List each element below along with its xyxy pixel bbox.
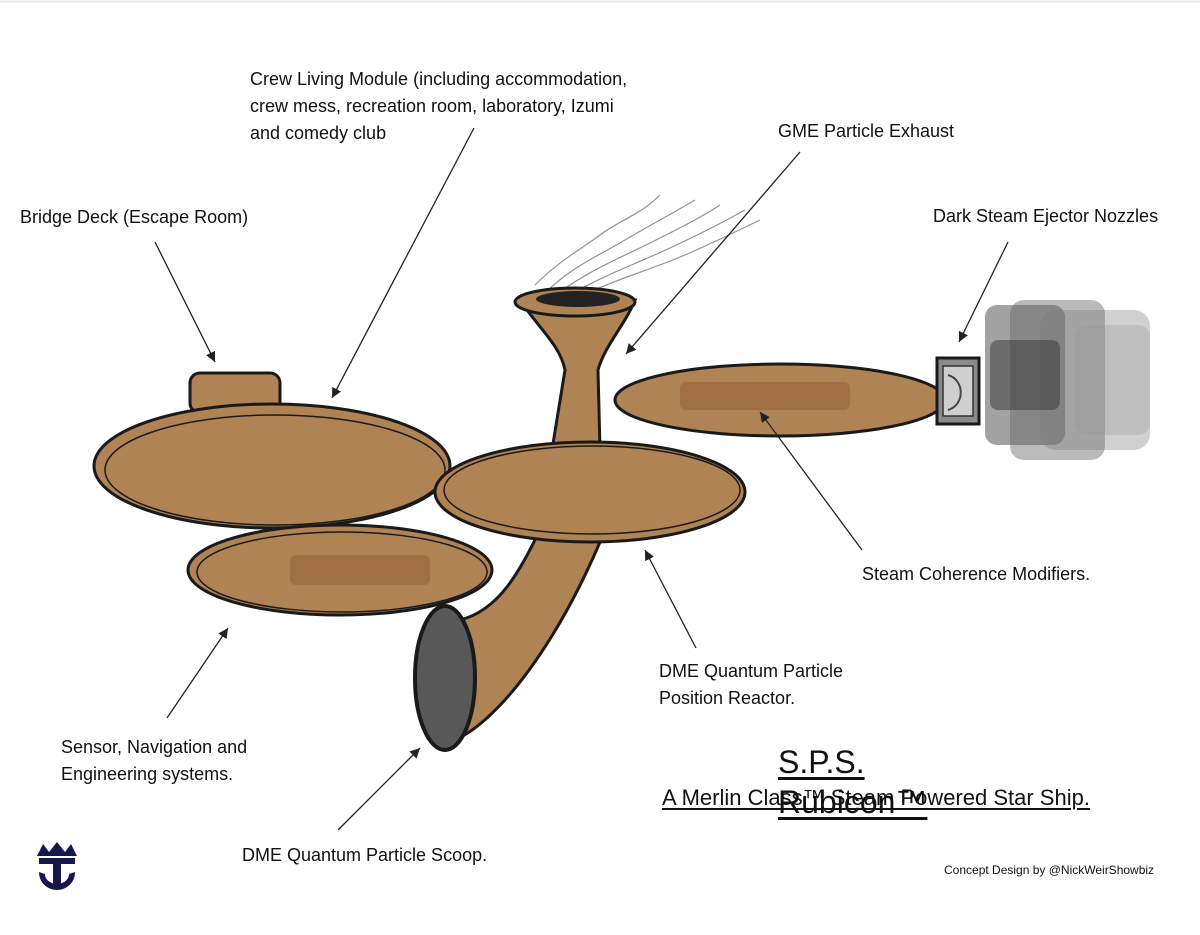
steam-wisps — [534, 194, 761, 293]
ejector-nozzle — [935, 356, 981, 426]
label-scoop: DME Quantum Particle Scoop. — [242, 845, 488, 865]
crew-module-disc — [92, 371, 452, 530]
design-credit: Concept Design by @NickWeirShowbiz — [944, 863, 1155, 877]
leader-arrows — [154, 127, 1009, 831]
label-coherence: Steam Coherence Modifiers. — [862, 564, 1091, 584]
coherence-nacelle — [613, 362, 947, 438]
label-sensor: Sensor, Navigation and Engineering syste… — [61, 737, 248, 784]
ship-title: S.P.S. Rubicon™ — [778, 744, 928, 820]
label-dark-steam: Dark Steam Ejector Nozzles — [933, 206, 1159, 226]
reactor-disc — [433, 440, 747, 544]
ship-subtitle: A Merlin Class™ Steam Powered Star Ship. — [662, 785, 1090, 810]
label-reactor: DME Quantum Particle Position Reactor. — [659, 661, 844, 708]
label-bridge-deck: Bridge Deck (Escape Room) — [20, 207, 249, 227]
sensor-disc — [186, 523, 494, 617]
crown-anchor-logo-icon — [37, 842, 77, 890]
dark-steam-plume — [985, 300, 1150, 460]
label-gme-exhaust: GME Particle Exhaust — [778, 121, 955, 141]
dme-scoop — [413, 528, 608, 752]
label-crew-module: Crew Living Module (including accommodat… — [250, 69, 628, 143]
gme-exhaust-stack — [513, 286, 638, 452]
